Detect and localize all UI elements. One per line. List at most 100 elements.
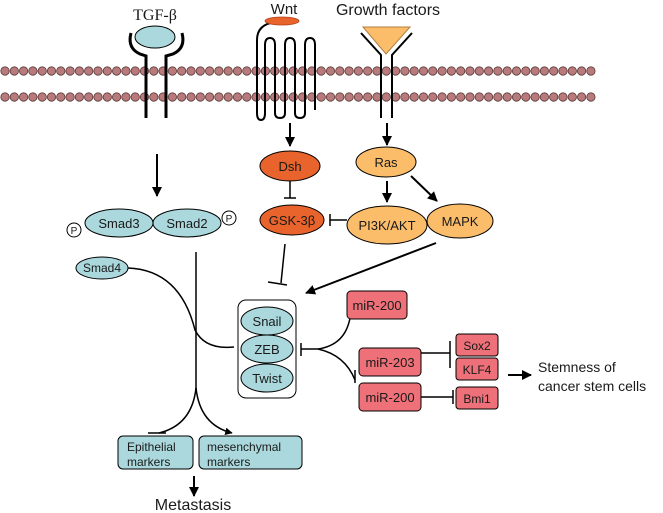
membrane-bead xyxy=(549,92,559,102)
membrane-bead xyxy=(9,92,19,102)
membrane-bead xyxy=(418,66,429,76)
membrane-bead xyxy=(93,92,103,102)
phospho-label: P xyxy=(226,214,233,225)
membrane-bead xyxy=(28,92,38,102)
membrane-bead xyxy=(288,92,298,102)
membrane-bead xyxy=(567,92,577,102)
membrane-bead xyxy=(437,92,447,102)
membrane-bead xyxy=(56,92,66,102)
tgf-beta-receptor xyxy=(128,32,185,118)
membrane-bead xyxy=(74,66,85,76)
membrane-bead xyxy=(325,66,336,76)
membrane-bead xyxy=(558,92,568,102)
membrane-bead xyxy=(381,92,391,102)
smad4-label: Smad4 xyxy=(83,261,121,275)
membrane-bead xyxy=(46,66,57,76)
mapk-node xyxy=(426,203,494,239)
membrane-bead xyxy=(530,66,540,76)
zeb-label: ZEB xyxy=(254,342,279,357)
gsk3b-node xyxy=(259,204,325,236)
membrane-bead xyxy=(195,92,205,102)
membrane-bead xyxy=(400,92,410,102)
membrane-bead xyxy=(214,66,224,76)
klf4-label: KLF4 xyxy=(463,363,492,377)
membrane-bead xyxy=(381,66,391,76)
membrane-bead xyxy=(372,66,382,76)
membrane-bead xyxy=(177,66,187,76)
sox2-box xyxy=(455,333,499,357)
membrane-bead xyxy=(121,92,131,102)
membrane-bead xyxy=(558,66,568,76)
membrane-bead xyxy=(0,66,10,76)
twist-label: Twist xyxy=(252,371,282,386)
membrane-bead xyxy=(56,66,66,76)
inhibit-bar xyxy=(267,281,288,286)
membrane-bead xyxy=(483,92,494,102)
growth-factor-receptor xyxy=(360,32,413,118)
membrane-bead xyxy=(130,92,140,102)
membrane-bead xyxy=(325,92,336,102)
membrane-bead xyxy=(437,66,447,76)
membrane-bead xyxy=(316,66,326,76)
membrane-bead xyxy=(409,66,419,76)
membrane-bead xyxy=(102,66,112,76)
membrane-bead xyxy=(418,92,429,102)
arrow-to-mesenchymal xyxy=(195,387,233,435)
membrane-bead xyxy=(186,92,196,102)
membrane-bead xyxy=(214,92,224,102)
phospho-label: P xyxy=(71,226,78,237)
membrane-bead xyxy=(539,66,550,76)
membrane-bead xyxy=(576,66,587,76)
membrane-bead xyxy=(474,92,484,102)
mir200-box-top xyxy=(346,290,408,320)
inhibit-epithelial-line xyxy=(158,387,197,434)
tgf-beta-ligand xyxy=(134,25,176,49)
mir200-inhibits-zeb xyxy=(301,317,351,350)
pi3k-akt-node xyxy=(346,205,428,245)
membrane-bead xyxy=(521,66,531,76)
mesenchymal-markers-box xyxy=(198,435,303,470)
membrane-bead xyxy=(353,92,363,102)
membrane-bead xyxy=(511,92,522,102)
smad2-label: Smad2 xyxy=(166,216,207,231)
mir203-box xyxy=(358,347,422,377)
snail-label: Snail xyxy=(253,314,282,329)
membrane-bead xyxy=(539,92,550,102)
membrane-bead xyxy=(84,92,94,102)
epithelial-label-line1: Epithelial xyxy=(127,440,176,454)
membrane-bead xyxy=(232,66,243,76)
membrane-bead xyxy=(74,92,85,102)
arrow-mapk-to-emt xyxy=(305,242,437,295)
phospho-circle-right xyxy=(221,210,237,226)
epithelial-markers-box xyxy=(117,435,194,470)
smad3-label: Smad3 xyxy=(98,216,139,231)
mir203-label: miR-203 xyxy=(365,355,414,370)
membrane-bead xyxy=(65,92,75,102)
membrane-bead xyxy=(121,66,131,76)
bmi1-box xyxy=(455,386,499,410)
membrane-bead xyxy=(112,66,122,76)
membrane-bead xyxy=(372,92,382,102)
membrane-bead xyxy=(167,92,177,102)
membrane-bead xyxy=(9,66,19,76)
wnt-label: Wnt xyxy=(271,1,299,18)
membrane-bead xyxy=(409,92,419,102)
membrane-bead xyxy=(363,66,373,76)
membrane-bead xyxy=(493,92,503,102)
membrane-bead xyxy=(576,92,587,102)
membrane-bead xyxy=(316,92,326,102)
membrane-bead xyxy=(65,66,75,76)
zeb-inhibits-mir203 xyxy=(317,348,356,381)
ras-node xyxy=(355,146,417,178)
phospho-circle-left xyxy=(66,222,82,238)
membrane-bead xyxy=(344,66,354,76)
smad2-node xyxy=(152,208,222,238)
gsk3b-label: GSK-3β xyxy=(269,213,316,228)
mir200-label: miR-200 xyxy=(352,298,401,313)
membrane-bead xyxy=(456,92,466,102)
dsh-label: Dsh xyxy=(278,159,301,174)
membrane-bead xyxy=(586,92,596,102)
membrane-bead xyxy=(428,92,438,102)
membrane-bead xyxy=(205,66,215,76)
membrane-bead xyxy=(511,66,522,76)
